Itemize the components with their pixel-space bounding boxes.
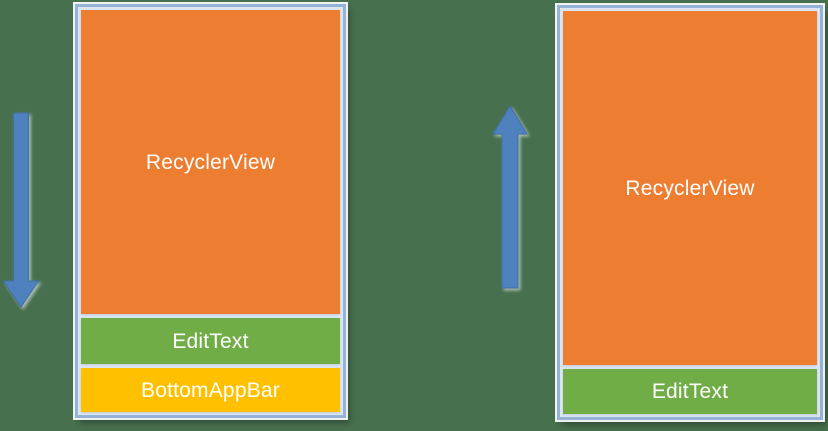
recyclerview-label: RecyclerView bbox=[625, 176, 755, 200]
scroll-down-arrow-icon bbox=[2, 112, 40, 308]
scroll-down-arrow-shape bbox=[2, 112, 40, 308]
bottomappbar-label: BottomAppBar bbox=[141, 378, 280, 402]
edittext-block: EditText bbox=[563, 369, 817, 414]
edittext-label: EditText bbox=[172, 329, 249, 353]
recyclerview-label: RecyclerView bbox=[145, 150, 276, 174]
edittext-block: EditText bbox=[81, 318, 340, 364]
recyclerview-block: RecyclerView bbox=[81, 10, 340, 314]
bottomappbar-block: BottomAppBar bbox=[81, 368, 340, 412]
scroll-up-arrow-shape bbox=[492, 105, 528, 289]
edittext-label: EditText bbox=[651, 380, 729, 403]
recyclerview-block: RecyclerView bbox=[563, 11, 817, 365]
phone-layout-left: RecyclerView EditText BottomAppBar bbox=[75, 4, 346, 418]
phone-layout-right: RecyclerView EditText bbox=[557, 5, 823, 420]
scroll-up-arrow-icon bbox=[492, 105, 528, 289]
